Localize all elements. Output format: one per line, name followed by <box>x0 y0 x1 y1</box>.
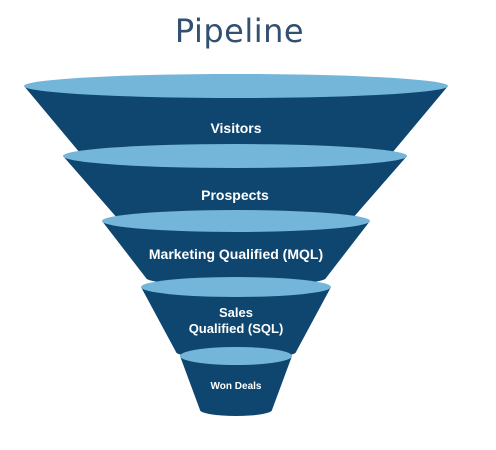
funnel-stage-label-line: Sales <box>219 305 253 320</box>
funnel-stage-body <box>24 86 448 163</box>
funnel-stage: Marketing Qualified (MQL) <box>102 210 370 286</box>
funnel-stage-top <box>180 347 292 365</box>
funnel-stage: Won Deals <box>180 347 292 416</box>
funnel-stage-label-line: Qualified (SQL) <box>189 321 284 336</box>
funnel-stage-label: Prospects <box>201 187 269 203</box>
funnel-stage-body <box>180 356 292 416</box>
funnel-stage-body <box>63 156 407 228</box>
funnel-stage-label-line: Won Deals <box>211 381 262 392</box>
funnel-stage-label: Visitors <box>210 120 261 136</box>
page-title: Pipeline <box>174 12 305 50</box>
funnel-stage-top <box>102 210 370 232</box>
funnel-stage-label: Won Deals <box>211 381 262 392</box>
funnel-stage-top <box>141 277 331 297</box>
funnel-stage-label-line: Prospects <box>201 187 269 203</box>
funnel-stage: Prospects <box>63 144 407 228</box>
funnel-stage-top <box>63 144 407 168</box>
funnel-stage-top <box>24 74 448 98</box>
funnel-stage-body <box>102 221 370 286</box>
funnel-stage-body <box>141 287 331 359</box>
funnel-stage: Visitors <box>24 74 448 163</box>
funnel-stage-label: Marketing Qualified (MQL) <box>149 246 323 262</box>
funnel-stage-label-line: Visitors <box>210 120 261 136</box>
funnel-stage-label-line: Marketing Qualified (MQL) <box>149 246 323 262</box>
